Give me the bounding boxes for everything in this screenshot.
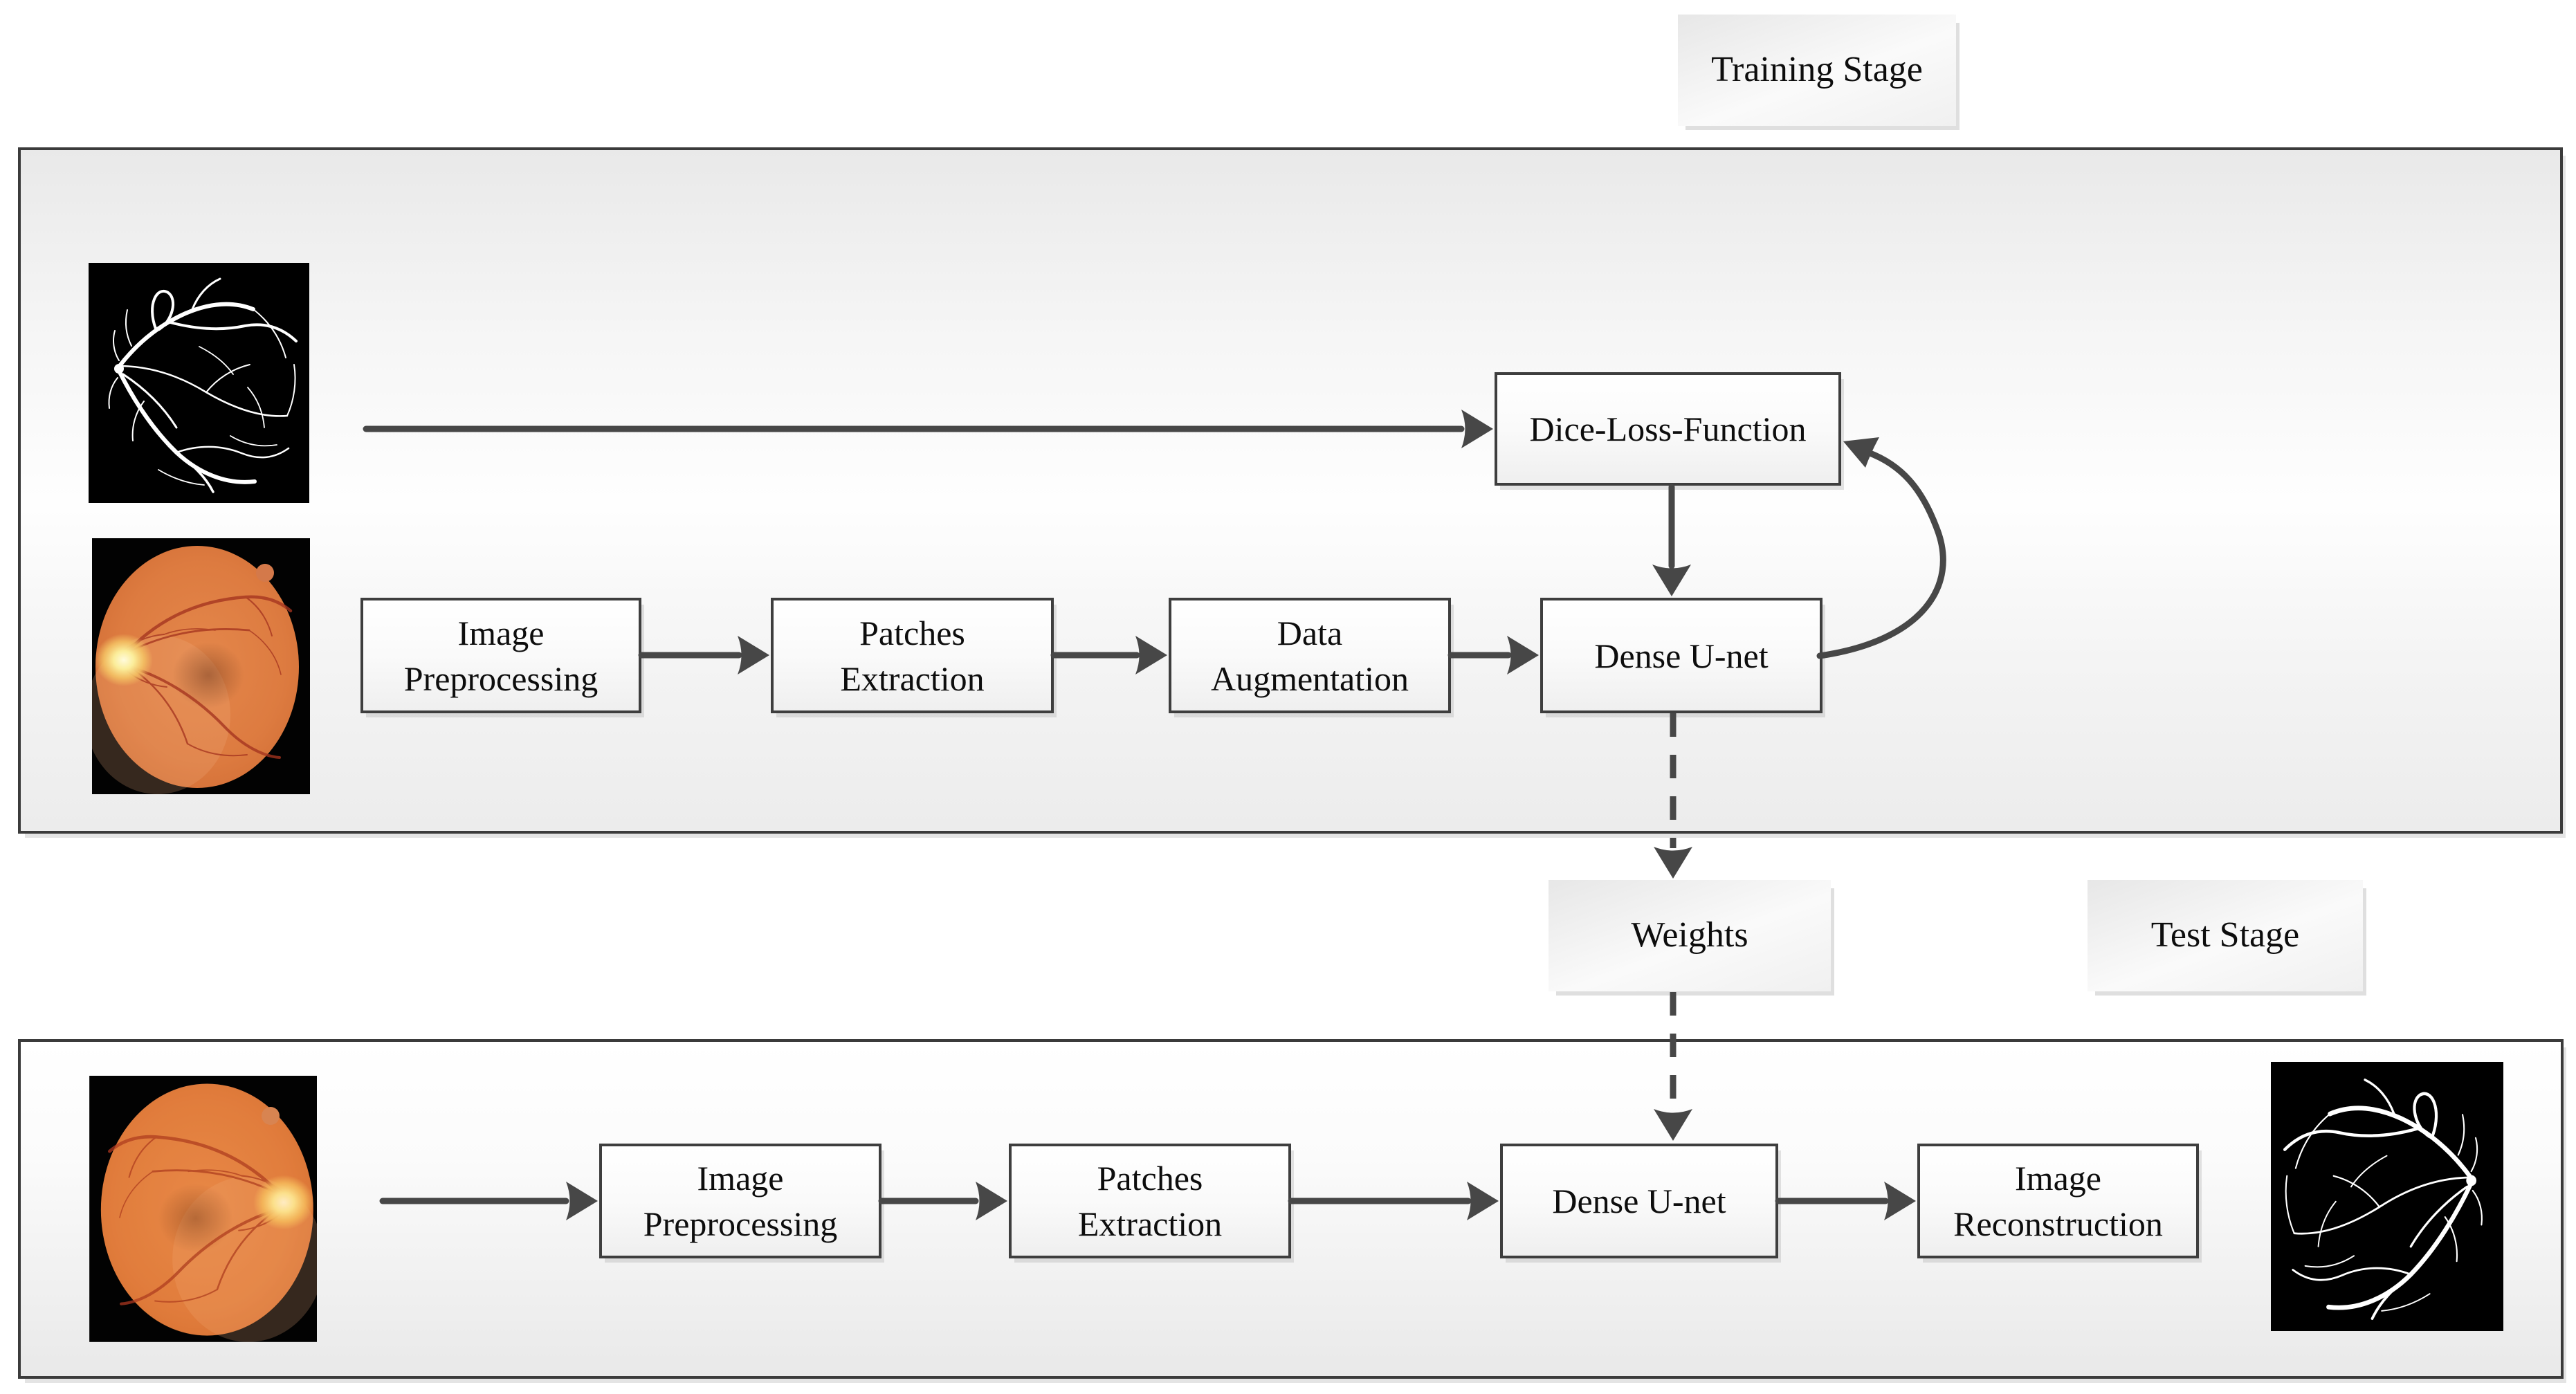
- node-label: Image Preprocessing: [403, 613, 599, 698]
- training-ground-truth-mask-image: [89, 263, 309, 503]
- node-training-data-augmentation: Data Augmentation: [1169, 598, 1451, 713]
- fundus-core-graphic: [92, 538, 310, 794]
- fundus-edge-bump: [256, 564, 274, 582]
- node-training-dense-unet: Dense U-net: [1540, 598, 1823, 713]
- fundus-graphic-mirrored: [89, 1076, 317, 1342]
- node-label: Image Reconstruction: [1953, 1159, 2163, 1243]
- node-test-image-preprocessing: Image Preprocessing: [599, 1144, 881, 1258]
- node-test-dense-unet: Dense U-net: [1500, 1144, 1778, 1258]
- training-stage-label-text: Training Stage: [1711, 50, 1923, 90]
- node-test-image-reconstruction: Image Reconstruction: [1917, 1144, 2199, 1258]
- vessel-tree-strokes: [108, 277, 298, 493]
- vessel-mask-graphic: [89, 263, 309, 503]
- test-fundus-image: [89, 1076, 317, 1342]
- node-label: Dense U-net: [1552, 1182, 1726, 1220]
- weights-label-text: Weights: [1631, 915, 1748, 955]
- test-output-vessel-map-image: [2271, 1062, 2503, 1331]
- node-training-patches-extraction: Patches Extraction: [771, 598, 1054, 713]
- test-stage-label-text: Test Stage: [2150, 915, 2300, 955]
- training-fundus-image: [92, 538, 310, 794]
- vessel-mask-graphic-mirrored: [2271, 1062, 2503, 1331]
- node-training-image-preprocessing: Image Preprocessing: [360, 598, 641, 713]
- training-stage-container: [18, 147, 2563, 834]
- training-stage-label: Training Stage: [1678, 15, 1956, 126]
- node-label: Dense U-net: [1594, 636, 1769, 675]
- node-label: Data Augmentation: [1210, 613, 1409, 698]
- fundus-edge-bump: [262, 1107, 280, 1125]
- node-label: Dice-Loss-Function: [1529, 410, 1807, 448]
- node-label: Patches Extraction: [1077, 1159, 1223, 1243]
- node-dice-loss-function: Dice-Loss-Function: [1495, 372, 1841, 486]
- node-label: Image Preprocessing: [643, 1159, 838, 1243]
- fundus-brightness-wash: [101, 1084, 313, 1336]
- node-label: Patches Extraction: [840, 613, 985, 698]
- node-test-patches-extraction: Patches Extraction: [1009, 1144, 1291, 1258]
- fundus-graphic: [92, 538, 310, 794]
- weights-label: Weights: [1549, 880, 1831, 991]
- test-stage-label: Test Stage: [2088, 880, 2363, 991]
